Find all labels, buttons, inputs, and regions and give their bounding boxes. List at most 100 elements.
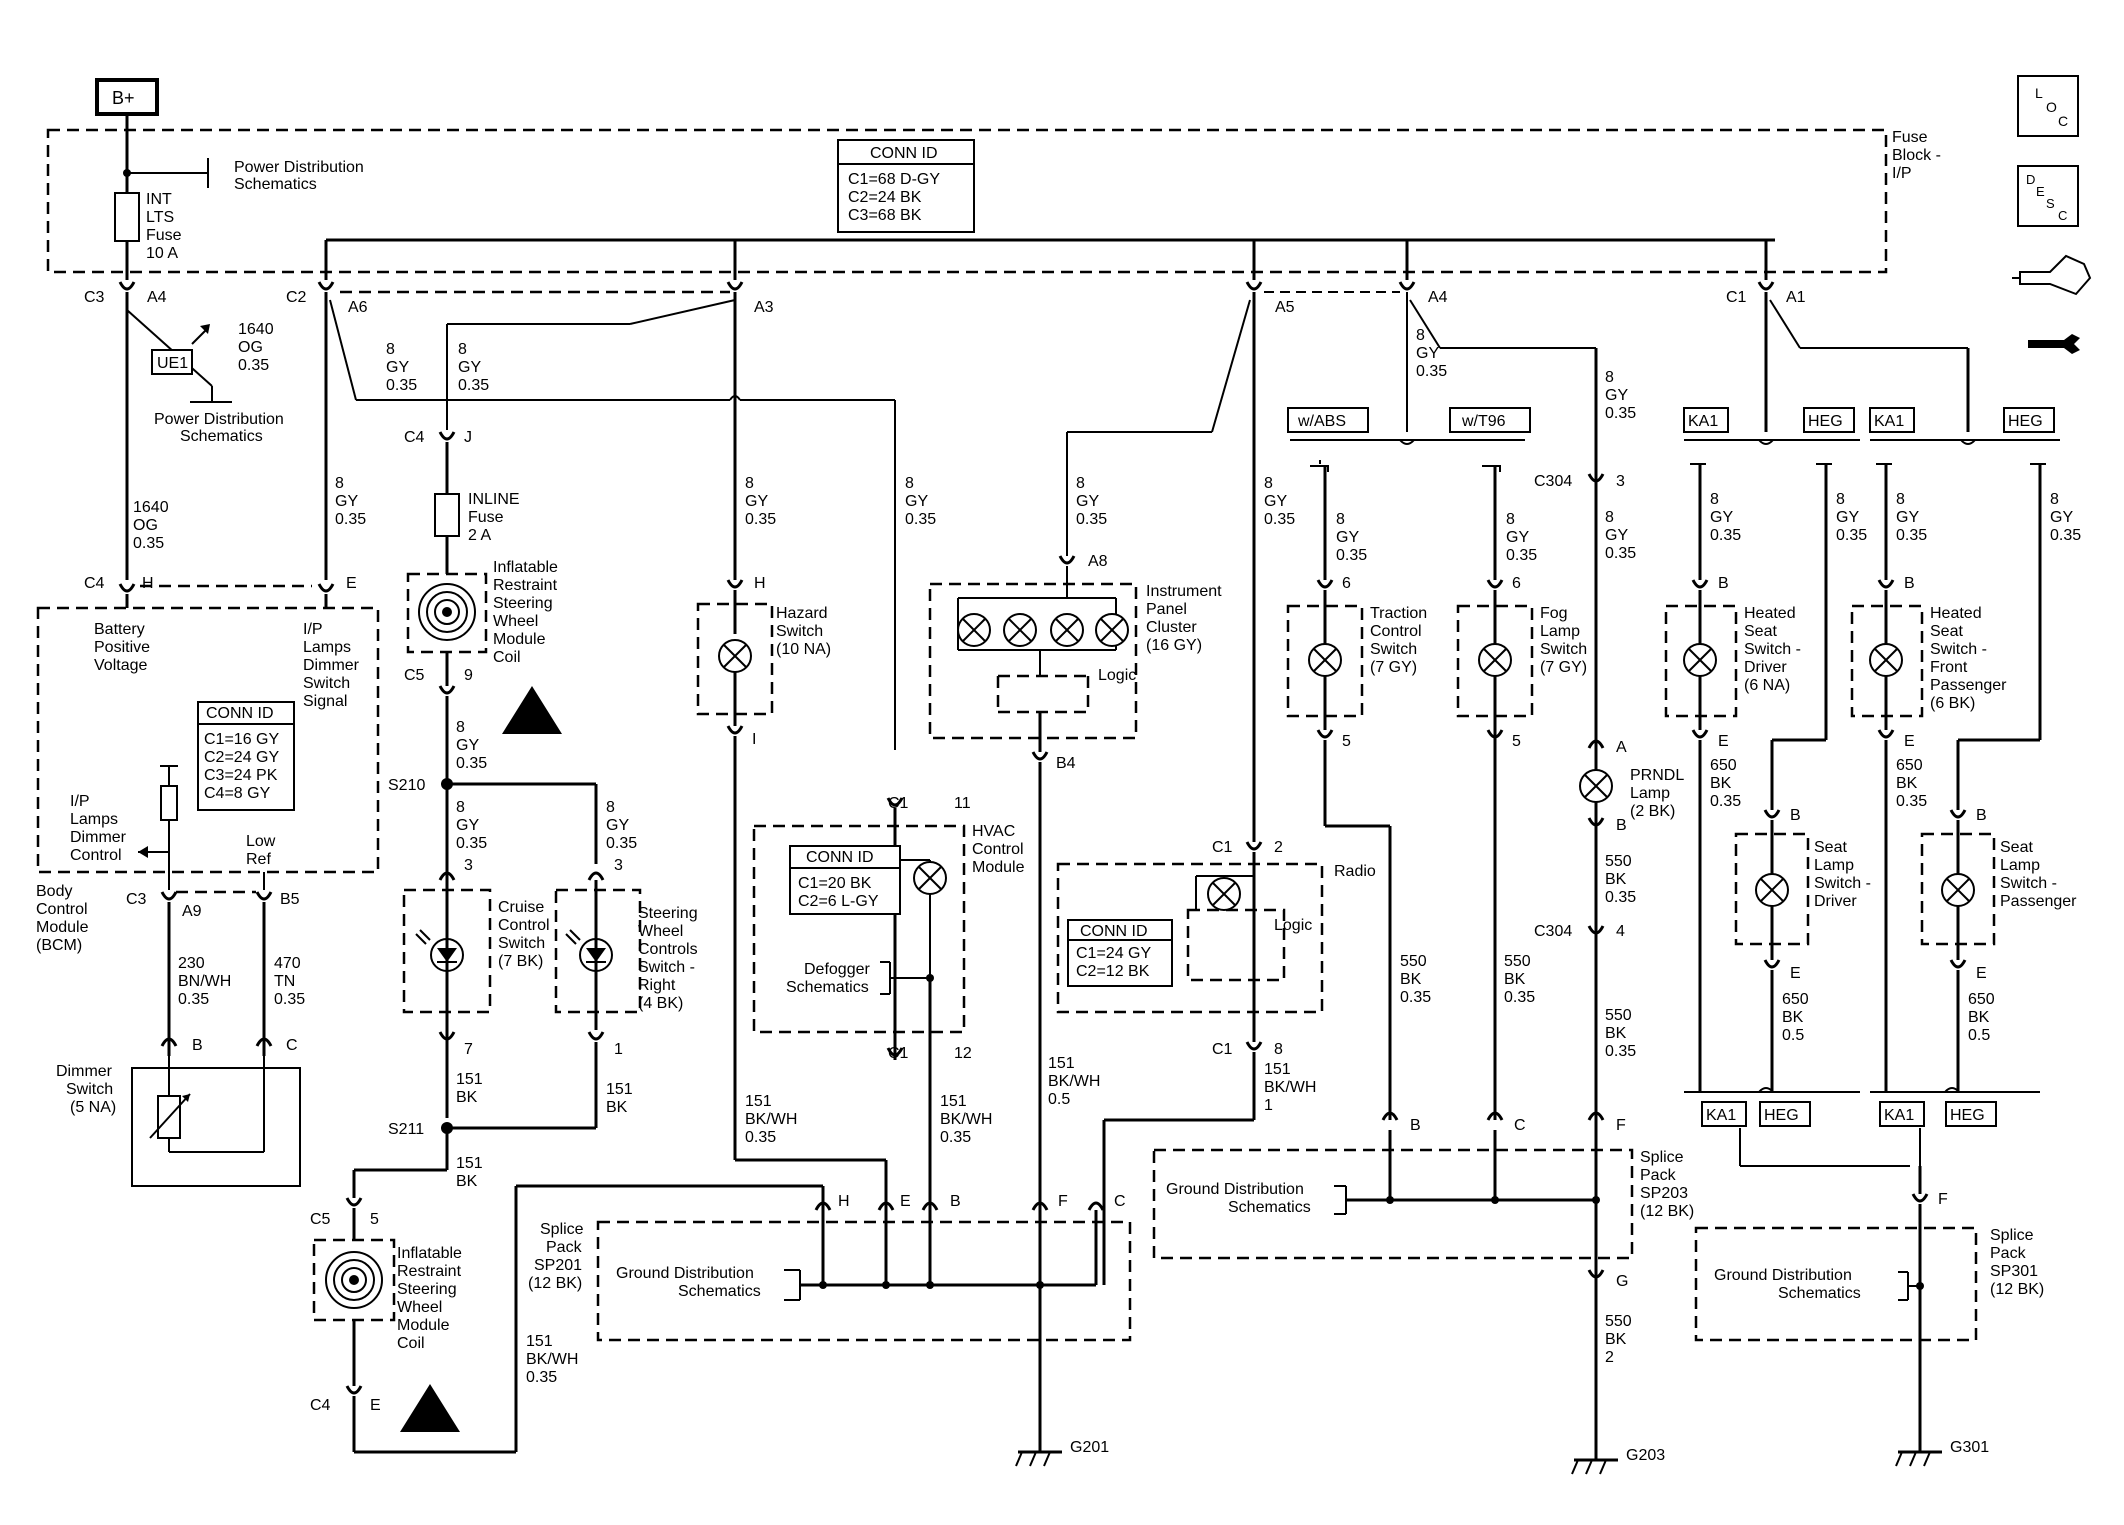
cruise-label: Switch: [498, 935, 545, 952]
pin-12: 12: [954, 1045, 972, 1062]
sp201-label: (12 BK): [528, 1275, 582, 1292]
pin-f: F: [1938, 1191, 1948, 1208]
svg-text:C: C: [2058, 113, 2068, 129]
option-ka1-label: KA1: [1874, 413, 1904, 430]
wire-label: 8: [2050, 491, 2059, 508]
wire-label: BK: [1605, 1025, 1627, 1042]
wire-label: 8: [335, 475, 344, 492]
loc-icon[interactable]: [2017, 75, 2079, 137]
wire-label: 650: [1968, 991, 1995, 1008]
radio-outline: [1056, 862, 1324, 1014]
wire-label: 0.5: [1968, 1027, 1990, 1044]
led-icon: [565, 929, 613, 972]
option-ka1-label: KA1: [1884, 1107, 1914, 1124]
svg-text:E: E: [2036, 184, 2045, 199]
ipc-outline: [928, 582, 1138, 740]
pin-6: 6: [1512, 575, 1521, 592]
lamp-icon: [1207, 877, 1241, 911]
heated-driver-label: Driver: [1744, 659, 1787, 676]
hazard-label: (10 NA): [776, 641, 831, 658]
pin-b: B: [950, 1193, 961, 1210]
seat-lamp-driver-label: Seat: [1814, 839, 1847, 856]
wire-label: 0.35: [458, 377, 489, 394]
heated-driver-label: (6 NA): [1744, 677, 1790, 694]
desc-icon[interactable]: [2017, 165, 2079, 227]
seat-lamp-pass-label: Switch -: [2000, 875, 2057, 892]
ground-dist-label: Ground Distribution: [1714, 1267, 1852, 1284]
sp203-label: SP203: [1640, 1185, 1688, 1202]
wire-label: GY: [458, 359, 481, 376]
wire-label: 1: [1264, 1097, 1273, 1114]
pin-c1: C1: [888, 795, 909, 812]
power-dist-label: Schematics: [180, 428, 263, 445]
pin-c4: C4: [310, 1397, 331, 1414]
bcm-name: Body: [36, 883, 72, 900]
sp203-label: Pack: [1640, 1167, 1677, 1184]
airbag-warning-icon: [400, 1384, 460, 1432]
wire-label: GY: [1336, 529, 1359, 546]
pin-a4: A4: [1428, 289, 1448, 306]
wire-label: 0.35: [456, 835, 487, 852]
lamp-icon: [913, 861, 947, 895]
pin-j: J: [464, 429, 472, 446]
wire-label: 151: [745, 1093, 772, 1110]
bcm-label: Dimmer: [303, 657, 360, 674]
wire-label: BK/WH: [1264, 1079, 1316, 1096]
pin-e: E: [1976, 965, 1987, 982]
traction-label: Control: [1370, 623, 1422, 640]
fuse-block-conn-id: [837, 139, 975, 233]
wire-label: 2: [1605, 1349, 1614, 1366]
wire-label: GY: [1264, 493, 1287, 510]
wire-label: BK: [606, 1099, 628, 1116]
pin-e: E: [370, 1397, 381, 1414]
wire-label: GY: [456, 817, 479, 834]
pin-a1: A1: [1786, 289, 1806, 306]
wire-label: 151: [1048, 1055, 1075, 1072]
b-plus-label: B+: [112, 88, 135, 108]
wire-label: 151: [526, 1333, 553, 1350]
bcm-label: Ref: [246, 851, 271, 868]
conn-id-line: C2=6 L-GY: [798, 893, 879, 910]
wire-label: GY: [1506, 529, 1529, 546]
wire-label: 0.35: [1605, 545, 1636, 562]
wire-label: 0.35: [2050, 527, 2081, 544]
wrench-icon[interactable]: [2028, 334, 2080, 354]
wire-label: GY: [1836, 509, 1859, 526]
wire-label: BN/WH: [178, 973, 231, 990]
seat-lamp-driver-label: Lamp: [1814, 857, 1854, 874]
wire-label: BK: [1782, 1009, 1804, 1026]
coil-label: Steering: [493, 595, 553, 612]
bcm-name: Control: [36, 901, 88, 918]
wire-label: BK: [1400, 971, 1422, 988]
wire-label: BK/WH: [745, 1111, 797, 1128]
coil-label: Inflatable: [493, 559, 558, 576]
option-abs-label: w/ABS: [1297, 413, 1346, 430]
wire-label: 0.35: [133, 535, 164, 552]
pin-h: H: [142, 575, 154, 592]
wire-label: 0.35: [606, 835, 637, 852]
coil-icon: [418, 583, 476, 641]
wire-label: 0.35: [1605, 1043, 1636, 1060]
conn-id-title: CONN ID: [870, 145, 938, 162]
sp301-outline: [1694, 1226, 1978, 1342]
traction-label: Switch: [1370, 641, 1417, 658]
inline-fuse-label: INLINE: [468, 491, 520, 508]
lamp-icon: [1308, 643, 1342, 677]
lamp-icon: [1478, 643, 1512, 677]
connector-icon[interactable]: [2012, 254, 2092, 296]
option-heg: [1803, 407, 1855, 433]
conn-id-line: C1=20 BK: [798, 875, 872, 892]
sp201-label: Splice: [540, 1221, 584, 1238]
prndl-label: PRNDL: [1630, 767, 1684, 784]
wire-label: BK: [456, 1089, 478, 1106]
pin-5: 5: [1342, 733, 1351, 750]
pin-h: H: [838, 1193, 850, 1210]
ground-dist-label: Ground Distribution: [616, 1265, 754, 1282]
steer-ctrl-label: Controls: [638, 941, 698, 958]
bcm-label: Signal: [303, 693, 347, 710]
svg-text:C: C: [1114, 1193, 1126, 1210]
ground-g301-label: G301: [1950, 1439, 1989, 1456]
fog-label: (7 GY): [1540, 659, 1587, 676]
wire-label: 8: [1710, 491, 1719, 508]
pin-a3: A3: [754, 299, 774, 316]
